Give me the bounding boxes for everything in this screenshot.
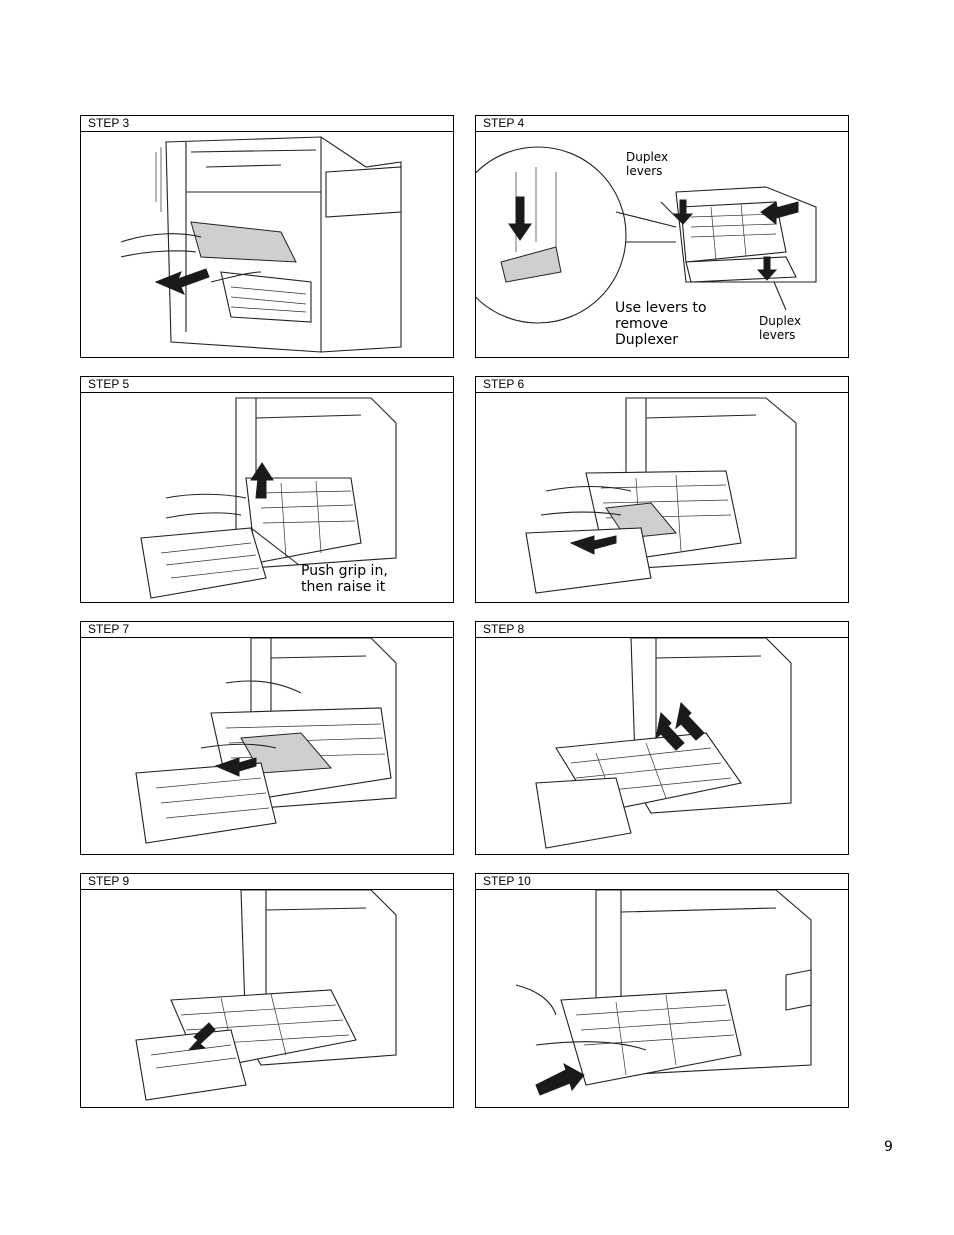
step-5-illustration xyxy=(81,393,453,602)
step-9-label: STEP 9 xyxy=(81,874,453,890)
step-9-panel: STEP 9 xyxy=(80,873,454,1108)
push-grip-callout: Push grip in, then raise it xyxy=(301,563,388,596)
step-7-illustration xyxy=(81,638,453,854)
use-levers-callout: Use levers to remove Duplexer xyxy=(615,300,707,349)
step-10-illustration xyxy=(476,890,848,1107)
step-6-illustration xyxy=(476,393,848,602)
step-4-illustration xyxy=(476,132,848,357)
page-number: 9 xyxy=(884,1139,893,1155)
step-5-label: STEP 5 xyxy=(81,377,453,393)
step-7-label: STEP 7 xyxy=(81,622,453,638)
step-10-label: STEP 10 xyxy=(476,874,848,890)
step-8-label: STEP 8 xyxy=(476,622,848,638)
step-7-panel: STEP 7 xyxy=(80,621,454,855)
step-10-panel: STEP 10 xyxy=(475,873,849,1108)
step-9-illustration xyxy=(81,890,453,1107)
step-3-panel: STEP 3 xyxy=(80,115,454,358)
step-3-label: STEP 3 xyxy=(81,116,453,132)
step-6-panel: STEP 6 xyxy=(475,376,849,603)
step-6-label: STEP 6 xyxy=(476,377,848,393)
duplex-levers-callout-top: Duplex levers xyxy=(626,150,669,178)
step-5-panel: STEP 5 Push grip in, then raise it xyxy=(80,376,454,603)
duplex-levers-callout-bottom: Duplex levers xyxy=(759,314,802,342)
step-4-label: STEP 4 xyxy=(476,116,848,132)
step-4-panel: STEP 4 Duplex levers Use levers to remov… xyxy=(475,115,849,358)
step-8-illustration xyxy=(476,638,848,854)
step-8-panel: STEP 8 xyxy=(475,621,849,855)
step-3-illustration xyxy=(81,132,453,357)
